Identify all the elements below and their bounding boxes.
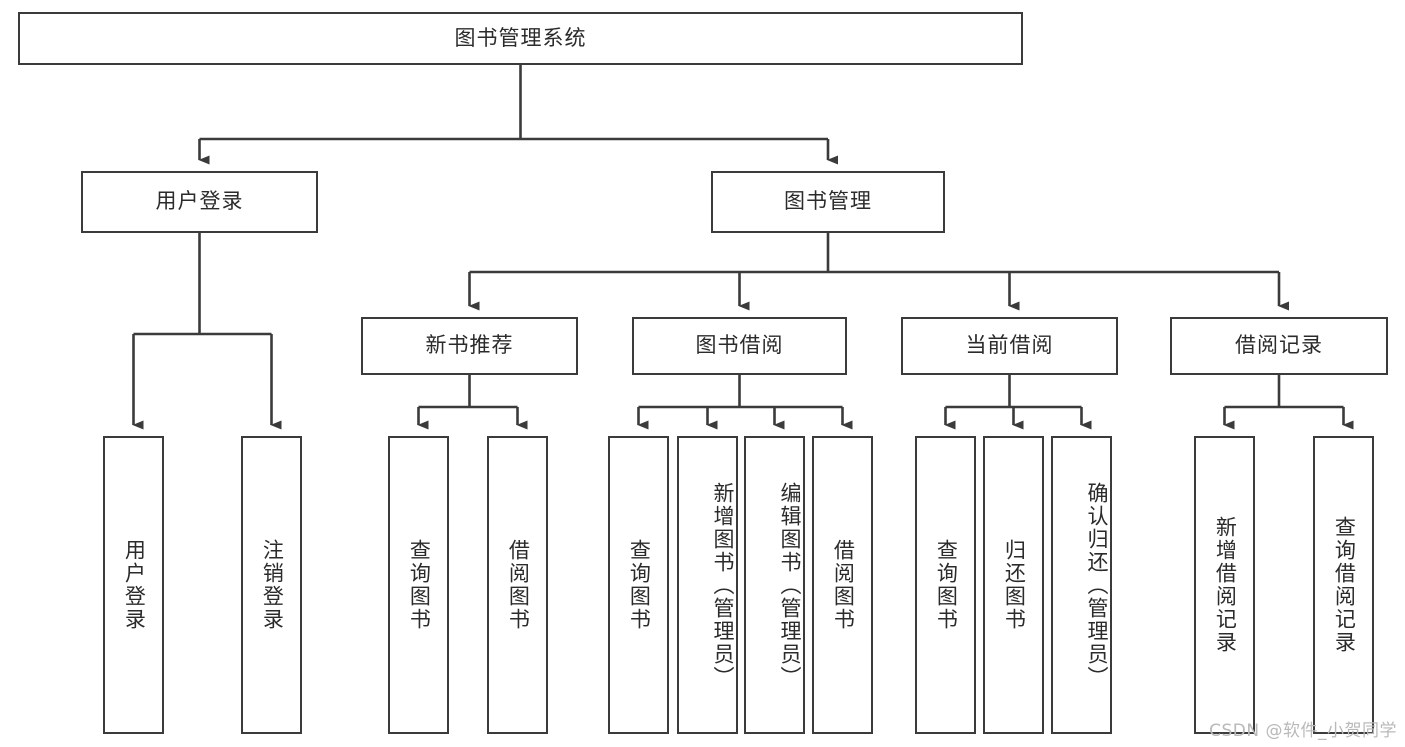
node-leaf-query-book-1-label: 查询图书 xyxy=(407,539,432,631)
node-leaf-query-record-label: 查询借阅记录 xyxy=(1332,516,1357,654)
node-leaf-confirm-return[interactable]: 确认归还（管理员） xyxy=(1051,436,1112,734)
node-leaf-user-login[interactable]: 用户登录 xyxy=(103,436,164,734)
node-leaf-query-book-1[interactable]: 查询图书 xyxy=(388,436,449,734)
node-new-book-recommend-label: 新书推荐 xyxy=(425,333,514,358)
node-leaf-borrow-book-2[interactable]: 借阅图书 xyxy=(812,436,873,734)
node-leaf-borrow-book-1-label: 借阅图书 xyxy=(506,539,531,631)
node-leaf-query-book-2[interactable]: 查询图书 xyxy=(608,436,669,734)
node-leaf-borrow-book-1[interactable]: 借阅图书 xyxy=(487,436,548,734)
node-leaf-logout[interactable]: 注销登录 xyxy=(241,436,302,734)
node-leaf-return-book[interactable]: 归还图书 xyxy=(983,436,1044,734)
node-leaf-return-book-label: 归还图书 xyxy=(1002,539,1027,631)
node-leaf-query-book-3-label: 查询图书 xyxy=(934,539,959,631)
node-leaf-add-book-label: 新增图书（管理员） xyxy=(711,481,735,689)
node-leaf-edit-book-label: 编辑图书（管理员） xyxy=(778,481,802,689)
watermark-credit: CSDN @软件_小贺同学 xyxy=(1209,721,1397,741)
node-leaf-add-record[interactable]: 新增借阅记录 xyxy=(1194,436,1255,734)
node-leaf-add-book[interactable]: 新增图书（管理员） xyxy=(677,436,738,734)
node-book-borrow[interactable]: 图书借阅 xyxy=(632,317,847,375)
node-book-management[interactable]: 图书管理 xyxy=(711,171,945,233)
node-current-borrow-label: 当前借阅 xyxy=(965,333,1054,358)
node-leaf-edit-book[interactable]: 编辑图书（管理员） xyxy=(744,436,805,734)
node-current-borrow[interactable]: 当前借阅 xyxy=(901,317,1118,375)
node-root-label: 图书管理系统 xyxy=(454,25,587,50)
node-leaf-add-record-label: 新增借阅记录 xyxy=(1213,516,1238,654)
node-new-book-recommend[interactable]: 新书推荐 xyxy=(361,317,578,375)
node-leaf-logout-label: 注销登录 xyxy=(260,539,285,631)
node-borrow-record[interactable]: 借阅记录 xyxy=(1170,317,1388,375)
node-borrow-record-label: 借阅记录 xyxy=(1235,333,1323,358)
node-book-borrow-label: 图书借阅 xyxy=(695,333,784,358)
node-root[interactable]: 图书管理系统 xyxy=(18,12,1023,65)
node-book-management-label: 图书管理 xyxy=(784,189,872,214)
node-user-login[interactable]: 用户登录 xyxy=(81,171,318,233)
node-user-login-label: 用户登录 xyxy=(155,189,244,214)
node-leaf-borrow-book-2-label: 借阅图书 xyxy=(831,539,856,631)
node-leaf-query-book-3[interactable]: 查询图书 xyxy=(915,436,976,734)
node-leaf-user-login-label: 用户登录 xyxy=(122,539,147,631)
node-leaf-query-book-2-label: 查询图书 xyxy=(627,539,652,631)
node-leaf-confirm-return-label: 确认归还（管理员） xyxy=(1085,481,1109,689)
node-leaf-query-record[interactable]: 查询借阅记录 xyxy=(1313,436,1374,734)
